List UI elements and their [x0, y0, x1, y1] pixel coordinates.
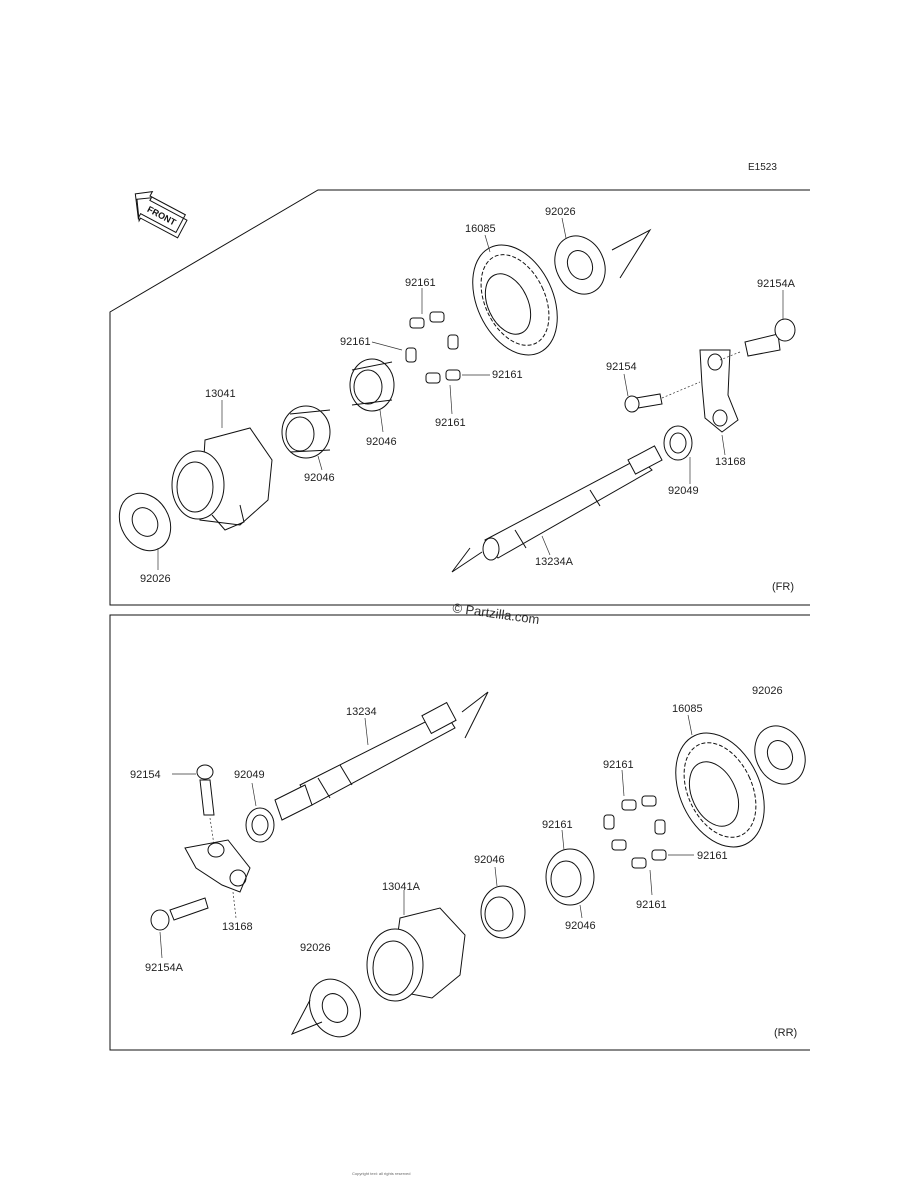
washer-92026-bottom-left [309, 978, 361, 1038]
diagram-code: E1523 [748, 162, 777, 173]
washer-92026-bottom-right [754, 725, 806, 785]
bolt-92154A-top [744, 318, 796, 357]
label-92154A-top: 92154A [757, 278, 796, 290]
label-13234: 13234 [346, 706, 377, 718]
front-arrow-icon: FRONT [134, 190, 188, 239]
label-92161-bottom-a: 92161 [603, 759, 634, 771]
variant-rr: (RR) [774, 1027, 797, 1039]
bolt-92154A-bottom [150, 897, 209, 931]
hub-13041-top [171, 427, 273, 531]
variant-fr: (FR) [772, 581, 794, 593]
label-92049-bottom: 92049 [234, 769, 265, 781]
bracket-13168-bottom [184, 839, 251, 893]
top-panel: 92026 16085 92161 92161 92161 92161 1304… [109, 189, 810, 606]
bolt-92154-bottom [196, 764, 215, 816]
label-92026-top-right: 92026 [545, 206, 576, 218]
label-92026-bottom-left: 92026 [300, 942, 331, 954]
damper-rubbers-top [405, 311, 461, 384]
label-92154-bottom: 92154 [130, 769, 161, 781]
label-13168-bottom: 13168 [222, 921, 253, 933]
shaft-13234 [274, 701, 457, 821]
needle-bearing-top-2 [281, 405, 331, 459]
oil-seal-92049-bottom [245, 807, 275, 843]
label-92161-bottom-c: 92161 [697, 850, 728, 862]
needle-bearing-top-1 [349, 358, 395, 412]
label-92046-bottom-a: 92046 [474, 854, 505, 866]
label-92046-bottom-b: 92046 [565, 920, 596, 932]
oil-seal-92049-top [663, 425, 693, 461]
bolt-92154-top [624, 393, 663, 413]
damper-rubbers-bottom [603, 795, 667, 869]
label-92154A-bottom: 92154A [145, 962, 184, 974]
washer-92026-top-left [118, 492, 172, 552]
label-92046-top-b: 92046 [304, 472, 335, 484]
watermark: © Partzilla.com [452, 600, 541, 627]
label-92161-top-d: 92161 [435, 417, 466, 429]
label-16085-top: 16085 [465, 223, 496, 235]
label-13041A: 13041A [382, 881, 421, 893]
hub-13041A-bottom [366, 907, 466, 1002]
label-16085-bottom: 16085 [672, 703, 703, 715]
gear-16085-top [472, 244, 558, 356]
label-92161-top-c: 92161 [492, 369, 523, 381]
footer-text: Copyright text: all rights reserved [352, 1171, 410, 1176]
washer-92026-top-right [554, 235, 606, 295]
label-92049-top: 92049 [668, 485, 699, 497]
label-92161-top-a: 92161 [405, 277, 436, 289]
label-92046-top-a: 92046 [366, 436, 397, 448]
label-13234A: 13234A [535, 556, 574, 568]
needle-bearing-bottom-1 [480, 885, 526, 939]
gear-16085-bottom [675, 732, 765, 848]
needle-bearing-bottom-2 [545, 848, 595, 906]
bracket-13168-top [699, 349, 739, 433]
label-92161-top-b: 92161 [340, 336, 371, 348]
bottom-panel: 13234 92154 92049 13168 92154A 13041A 92… [109, 614, 810, 1051]
label-92161-bottom-d: 92161 [636, 899, 667, 911]
shaft-13234A [482, 445, 663, 561]
label-13168-top: 13168 [715, 456, 746, 468]
label-92154-top: 92154 [606, 361, 637, 373]
label-92026-top-left: 92026 [140, 573, 171, 585]
label-92161-bottom-b: 92161 [542, 819, 573, 831]
label-92026-bottom-right: 92026 [752, 685, 783, 697]
label-13041: 13041 [205, 388, 236, 400]
